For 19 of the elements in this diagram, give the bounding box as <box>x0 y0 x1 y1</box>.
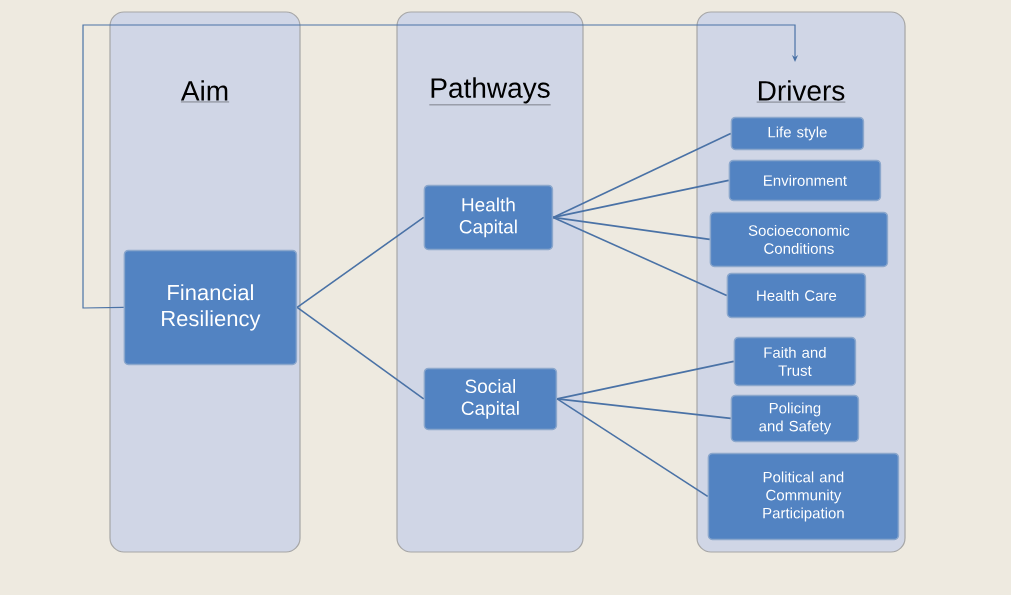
process-box: Socioeconomic Conditions <box>709 211 889 268</box>
process-box: Life style <box>730 116 865 151</box>
process-box: Health Care <box>726 272 867 319</box>
process-box: Environment <box>728 159 882 202</box>
process-box: Social Capital <box>423 367 558 431</box>
process-box: Faith and Trust <box>733 336 857 387</box>
connector-line <box>552 216 728 297</box>
connector-line <box>296 306 425 400</box>
arrow <box>82 24 799 309</box>
connector-line <box>296 216 425 309</box>
connector-line <box>556 398 732 420</box>
connector-line <box>552 216 711 241</box>
connector-line <box>556 398 709 498</box>
connector-line <box>552 179 730 219</box>
process-box: Political and Community Participation <box>707 452 900 541</box>
process-box: Policing and Safety <box>730 394 860 443</box>
connector-line <box>552 132 732 219</box>
process-box: Financial Resiliency <box>123 249 298 366</box>
process-box: Health Capital <box>423 184 554 251</box>
